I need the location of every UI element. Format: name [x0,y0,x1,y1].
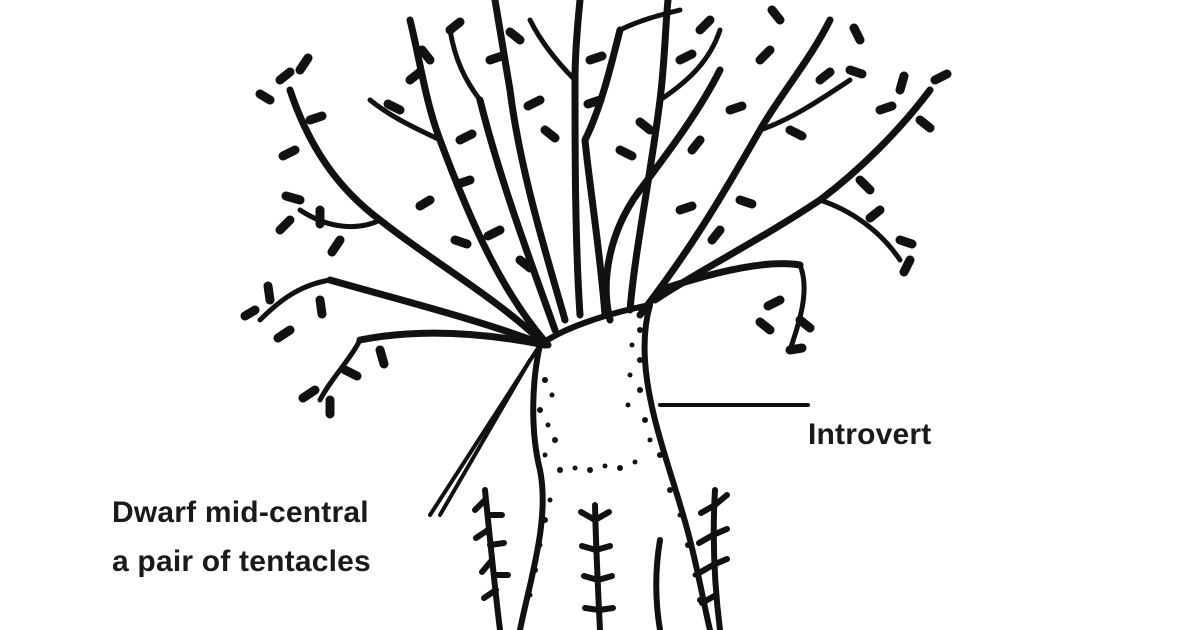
dwarf-tentacles-label-line-2: a pair of tentacles [112,545,371,578]
tentacle-tufts [240,5,952,419]
lower-tentacles [472,487,730,630]
organism-drawing [240,0,952,630]
leader-lines [428,343,810,517]
introvert-stipple [527,327,703,603]
dwarf-tentacle-leader-line-2 [438,358,532,517]
tentacle-twigs [257,7,903,403]
introvert-body [517,302,713,630]
tentacle-crown [286,0,934,349]
introvert-label: Introvert [808,418,932,451]
dwarf-tentacles-label-line-1: Dwarf mid-central [112,496,369,529]
